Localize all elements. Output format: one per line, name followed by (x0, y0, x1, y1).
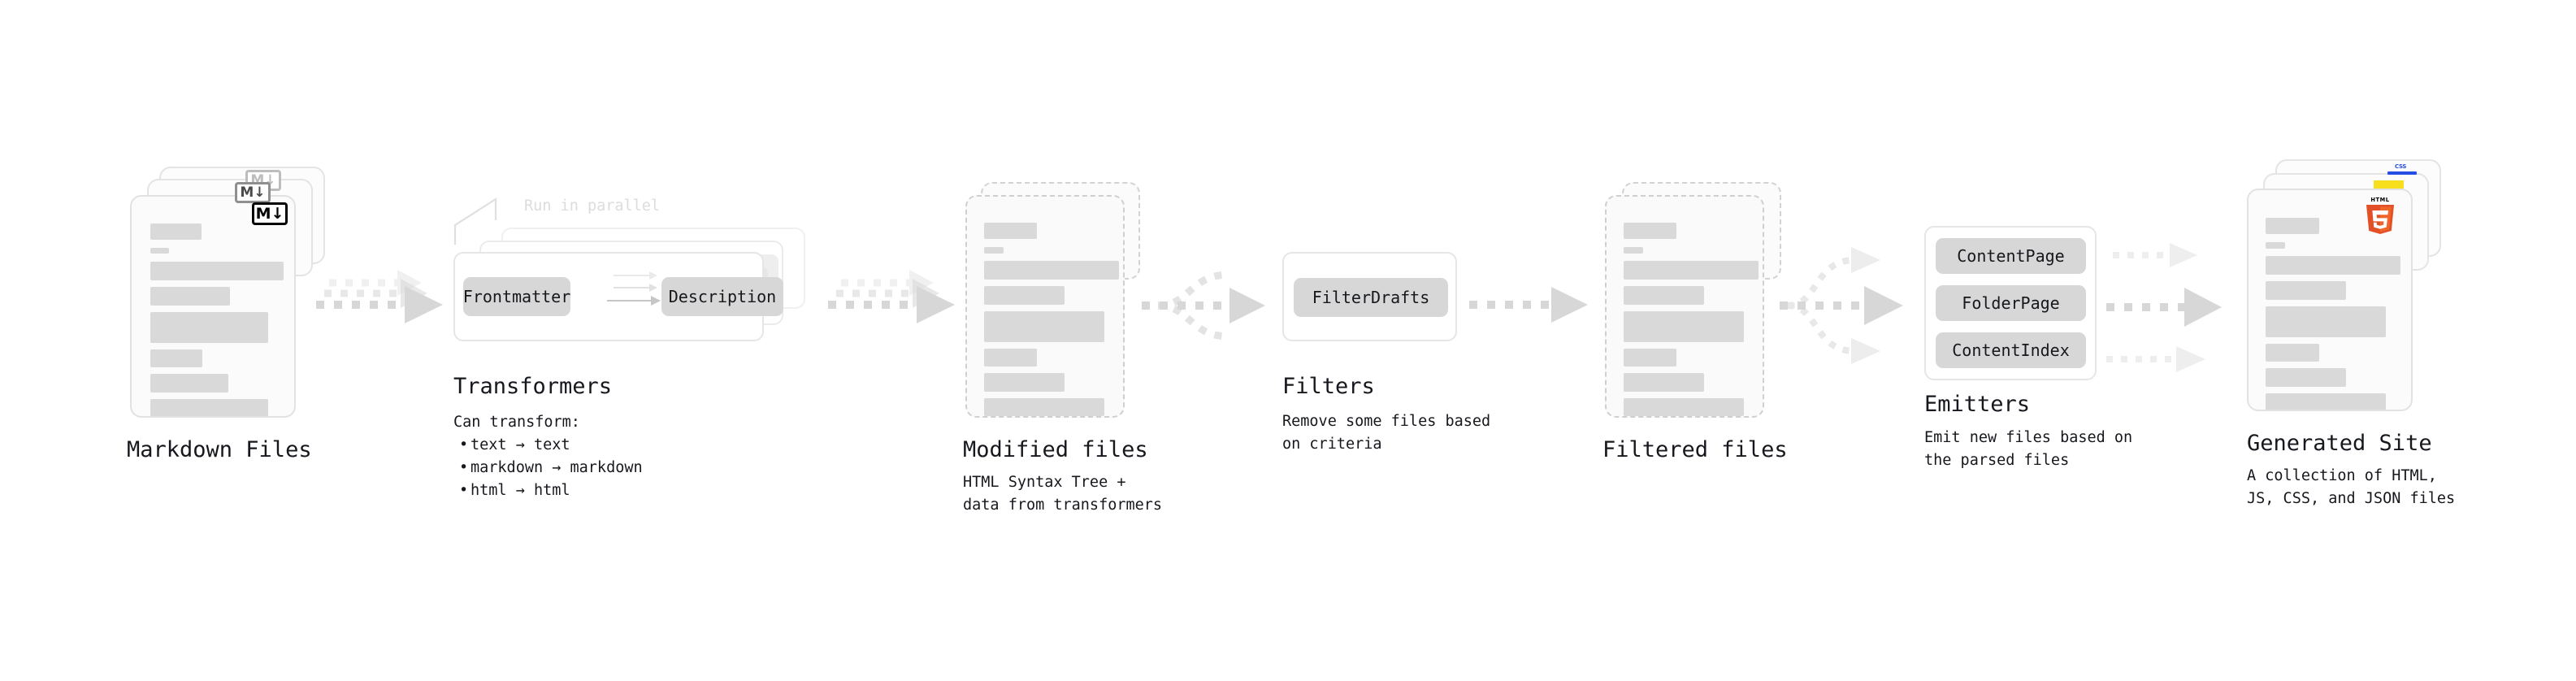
transformer-chip-frontmatter[interactable]: Frontmatter (463, 277, 570, 316)
filter-chip-filterdrafts-text: FilterDrafts (1312, 288, 1430, 307)
svg-text:HTML: HTML (2370, 197, 2389, 203)
stage-title-generated-site: Generated Site (2247, 431, 2432, 456)
emitter-chip-contentpage-text: ContentPage (1957, 246, 2065, 266)
stage-subtitle-filters: Remove some files based on criteria (1282, 413, 1491, 453)
transformers-bullet-0: text → text (457, 434, 643, 457)
markdown-badge-text: M↓ (255, 205, 284, 223)
run-in-parallel-bracket (453, 197, 497, 245)
transformer-chip-frontmatter-text: Frontmatter (462, 287, 571, 306)
stage-subtitle-modified-files: HTML Syntax Tree + data from transformer… (963, 474, 1163, 514)
css-badge-label: CSS (2395, 163, 2407, 170)
emitter-chip-contentindex[interactable]: ContentIndex (1936, 332, 2086, 368)
connector-emitters-to-generated-site (2106, 243, 2222, 372)
filter-chip-filterdrafts[interactable]: FilterDrafts (1294, 278, 1448, 317)
markdown-badge-ghost-1-text: M↓ (240, 184, 266, 201)
stage-title-emitters: Emitters (1924, 392, 2031, 417)
stage-title-modified-files: Modified files (963, 437, 1148, 462)
filtered-card[interactable] (1605, 195, 1764, 418)
emitter-chip-folderpage-text: FolderPage (1962, 293, 2060, 313)
html5-badge: HTML (2366, 197, 2394, 234)
stage-title-transformers: Transformers (453, 374, 613, 399)
stage-subtitle-transformers: Can transform: (453, 414, 580, 431)
stage-title-filters: Filters (1282, 374, 1375, 399)
transformers-bullet-list: text → text markdown → markdown html → h… (457, 434, 643, 502)
transformer-chip-description[interactable]: Description (661, 277, 783, 316)
connector-filtered-files-to-emitters (1780, 247, 1903, 364)
transformers-bullet-2: html → html (457, 479, 643, 502)
stage-subtitle-emitters: Emit new files based on the parsed files (1924, 429, 2133, 469)
stage-title-markdown-files: Markdown Files (127, 437, 312, 462)
connector-filters-to-filtered-files (1469, 287, 1588, 323)
emitter-chip-contentpage[interactable]: ContentPage (1936, 238, 2086, 274)
stage-title-filtered-files: Filtered files (1602, 437, 1788, 462)
css-badge-bar (2387, 171, 2417, 175)
emitter-chip-folderpage[interactable]: FolderPage (1936, 285, 2086, 321)
connector-transformers-to-modified-files (828, 270, 955, 323)
modified-card[interactable] (965, 195, 1125, 418)
markdown-card[interactable] (130, 195, 296, 418)
markdown-badge[interactable]: M↓ (252, 202, 288, 225)
connector-markdown-to-transformers (316, 270, 443, 323)
transformer-chip-description-text: Description (668, 287, 777, 306)
stage-subtitle-generated-site: A collection of HTML, JS, CSS, and JSON … (2247, 467, 2456, 507)
run-in-parallel-label: Run in parallel (524, 197, 661, 215)
emitter-chip-contentindex-text: ContentIndex (1952, 340, 2070, 360)
transformers-bullet-1: markdown → markdown (457, 457, 643, 479)
markdown-badge-ghost-1: M↓ (235, 182, 271, 203)
transformer-internal-arrows (607, 271, 661, 306)
connector-modified-files-to-filters (1142, 271, 1265, 340)
